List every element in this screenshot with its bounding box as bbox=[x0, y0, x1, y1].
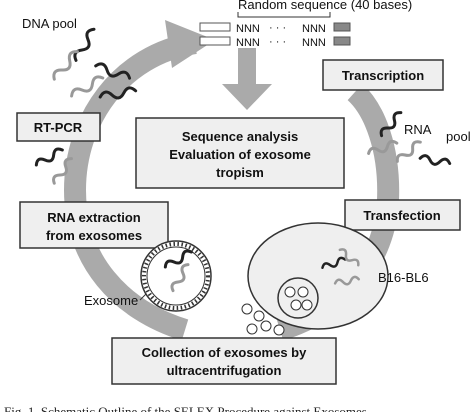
extraction-line-1: RNA extraction bbox=[47, 210, 140, 225]
sequence-construct-top bbox=[199, 22, 351, 32]
transcription-box bbox=[322, 59, 444, 91]
dots-top: · · · bbox=[269, 22, 286, 34]
rt-pcr-label: RT-PCR bbox=[34, 120, 83, 135]
figure-caption: Fig. 1. Schematic Outline of the SELEX P… bbox=[4, 404, 367, 412]
vesicle bbox=[301, 299, 313, 311]
released-exosome bbox=[241, 303, 253, 315]
transcription-label: Transcription bbox=[342, 68, 424, 83]
collection-box bbox=[111, 337, 337, 385]
sequence-analysis-box bbox=[135, 117, 345, 189]
vesicle bbox=[297, 286, 309, 298]
vesicle bbox=[284, 286, 296, 298]
cell-line-label: B16-BL6 bbox=[378, 270, 429, 285]
analysis-line-3: tropism bbox=[216, 165, 264, 180]
nnn-top-left: NNN bbox=[236, 23, 260, 35]
rna-pool-strands bbox=[367, 111, 452, 166]
down-arrow-shaft bbox=[238, 48, 256, 86]
rt-pcr-strands bbox=[34, 147, 73, 185]
nnn-top-right: NNN bbox=[302, 23, 326, 35]
dna-pool-label: DNA pool bbox=[22, 16, 77, 31]
extraction-line-2: from exosomes bbox=[46, 228, 142, 243]
analysis-line-2: Evaluation of exosome bbox=[169, 147, 311, 162]
dna-pool-strands bbox=[52, 27, 138, 100]
released-exosome bbox=[273, 324, 285, 336]
transfection-label: Transfection bbox=[363, 208, 440, 223]
collection-line-1: Collection of exosomes by bbox=[142, 345, 307, 360]
exosome-rna-strand bbox=[163, 249, 193, 293]
collection-line-2: ultracentrifugation bbox=[167, 363, 282, 378]
cycle-arrowhead bbox=[165, 20, 215, 68]
rna-extraction-box bbox=[19, 201, 169, 249]
released-exosome bbox=[253, 310, 265, 322]
sequence-construct-bottom bbox=[199, 36, 351, 46]
random-sequence-bracket bbox=[237, 12, 331, 18]
rna-pool-word: RNA bbox=[404, 122, 432, 137]
vesicle bbox=[290, 299, 302, 311]
cell-body bbox=[247, 222, 389, 330]
nnn-bottom-left: NNN bbox=[236, 37, 260, 49]
random-sequence-label: Random sequence (40 bases) bbox=[238, 0, 412, 12]
rna-pool-suffix: pool bbox=[446, 129, 471, 144]
cycle-arrow bbox=[63, 32, 198, 341]
down-arrow-head bbox=[222, 84, 272, 110]
released-exosome bbox=[246, 323, 258, 335]
multivesicular-body bbox=[277, 277, 319, 319]
released-exosome bbox=[260, 320, 272, 332]
transfection-box bbox=[344, 199, 461, 231]
exosome-label: Exosome bbox=[84, 293, 138, 308]
rt-pcr-box bbox=[16, 112, 101, 142]
nnn-bottom-right: NNN bbox=[302, 37, 326, 49]
cell-rna-strands bbox=[321, 248, 361, 286]
exosome-membrane-pattern bbox=[142, 242, 210, 310]
exosome-membrane-inner bbox=[146, 246, 206, 306]
analysis-line-1: Sequence analysis bbox=[182, 129, 298, 144]
dots-bottom: · · · bbox=[269, 36, 286, 48]
exosome-label-pointer bbox=[139, 293, 147, 301]
